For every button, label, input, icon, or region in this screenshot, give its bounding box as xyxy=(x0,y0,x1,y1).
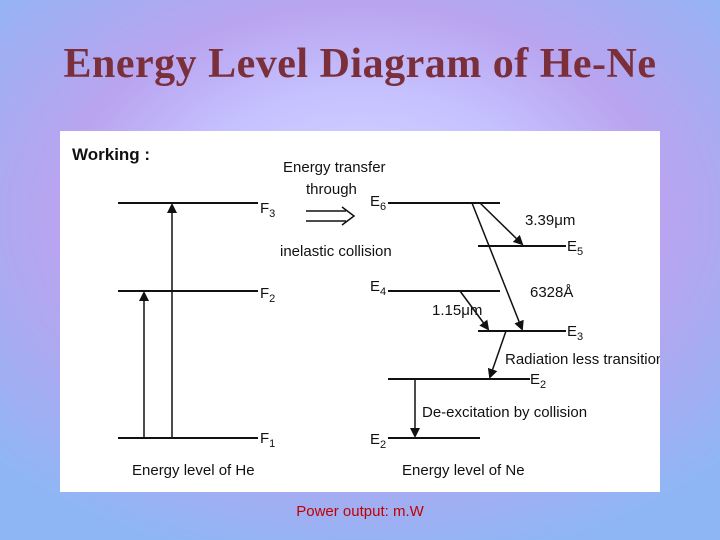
he-label-f2: F2 xyxy=(260,285,275,305)
transfer-text-line3: inelastic collision xyxy=(280,243,392,260)
ne-label-e3: E3 xyxy=(567,323,583,343)
deexcitation-label: De-excitation by collision xyxy=(422,404,587,421)
radiationless-label: Radiation less transition xyxy=(505,351,660,368)
slide-title: Energy Level Diagram of He-Ne xyxy=(63,41,657,87)
working-heading: Working : xyxy=(72,145,150,164)
wavelength-1-15um: 1.15μm xyxy=(432,302,482,319)
transfer-text-line1: Energy transfer xyxy=(283,159,386,176)
transition-6328A-arrow xyxy=(471,202,524,331)
transfer-arrow-head xyxy=(341,206,356,226)
wavelength-6328A: 6328Å xyxy=(530,284,573,301)
wavelength-3-39um: 3.39μm xyxy=(525,212,575,229)
ne-label-e5: E5 xyxy=(567,238,583,258)
transition-1-15um-arrow xyxy=(459,290,490,331)
energy-level-diagram: Working : F3 F2 F1 Energy transfer throu… xyxy=(60,131,660,492)
he-label-f3: F3 xyxy=(260,200,275,220)
power-output-caption: Power output: m.W xyxy=(296,503,424,520)
ne-label-e6: E6 xyxy=(370,193,386,213)
ne-label-e2-upper: E2 xyxy=(530,371,546,391)
ne-caption: Energy level of Ne xyxy=(402,462,525,479)
he-caption: Energy level of He xyxy=(132,462,255,479)
ne-label-e4: E4 xyxy=(370,278,386,298)
radiationless-arrow xyxy=(487,330,507,379)
transition-3-39um-arrow xyxy=(479,202,524,246)
ne-label-e2-ground: E2 xyxy=(370,431,386,451)
he-label-f1: F1 xyxy=(260,430,275,450)
transfer-text-line2: through xyxy=(306,181,357,198)
